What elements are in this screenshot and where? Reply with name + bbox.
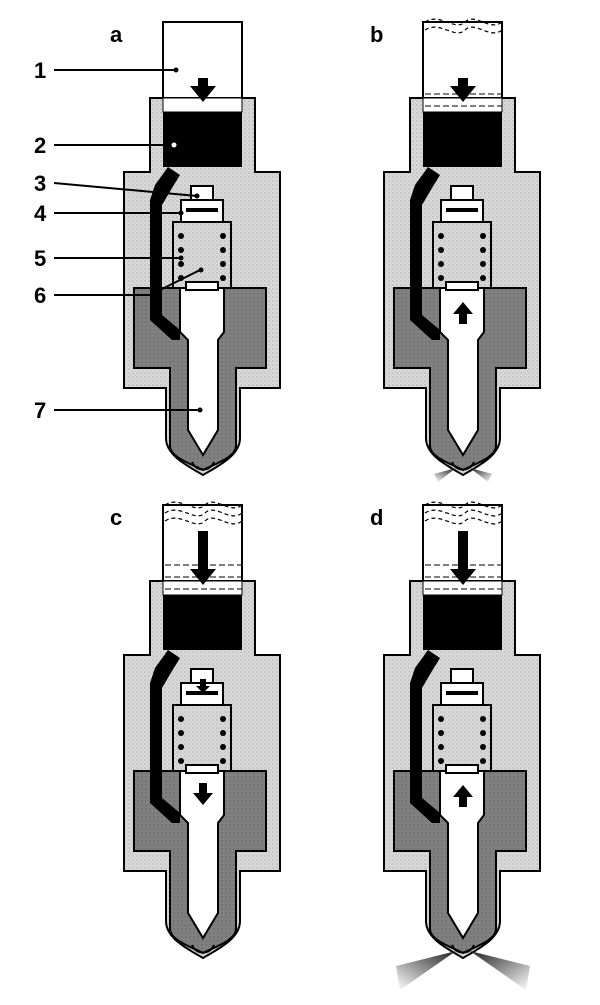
valve-down-arrow-icon — [196, 679, 210, 693]
callout-7: 7 — [34, 398, 203, 423]
needle-down-arrow-icon — [193, 783, 213, 805]
injector-panel-d — [383, 501, 541, 990]
callout-number-4: 4 — [34, 201, 47, 226]
plunger-down-arrow-icon — [190, 78, 216, 102]
callout-1: 1 — [34, 58, 179, 83]
injector-panel-b — [383, 18, 541, 482]
plunger-down-arrow-icon — [450, 78, 476, 102]
callout-6: 6 — [34, 267, 204, 308]
fuel-spray-icon — [434, 468, 492, 482]
callout-number-5: 5 — [34, 246, 46, 271]
fuel-spray-icon — [396, 951, 530, 990]
injector-panel-c — [123, 501, 281, 959]
needle-up-arrow-icon — [453, 785, 473, 807]
callout-2: 2 — [34, 133, 177, 158]
callout-4: 4 — [34, 201, 184, 226]
callout-number-2: 2 — [34, 133, 46, 158]
callout-number-6: 6 — [34, 283, 46, 308]
needle-up-arrow-icon — [453, 302, 473, 324]
injector-panel-a — [123, 21, 281, 476]
callout-3: 3 — [34, 171, 200, 199]
panel-label-b: b — [370, 22, 383, 47]
callout-number-1: 1 — [34, 58, 46, 83]
panel-label-c: c — [110, 505, 122, 530]
panel-label-a: a — [110, 22, 123, 47]
callout-5: 5 — [34, 246, 184, 271]
plunger-down-arrow-icon — [450, 531, 476, 585]
callout-number-7: 7 — [34, 398, 46, 423]
callout-number-3: 3 — [34, 171, 46, 196]
plunger-down-arrow-icon — [190, 531, 216, 585]
panel-label-d: d — [370, 505, 383, 530]
